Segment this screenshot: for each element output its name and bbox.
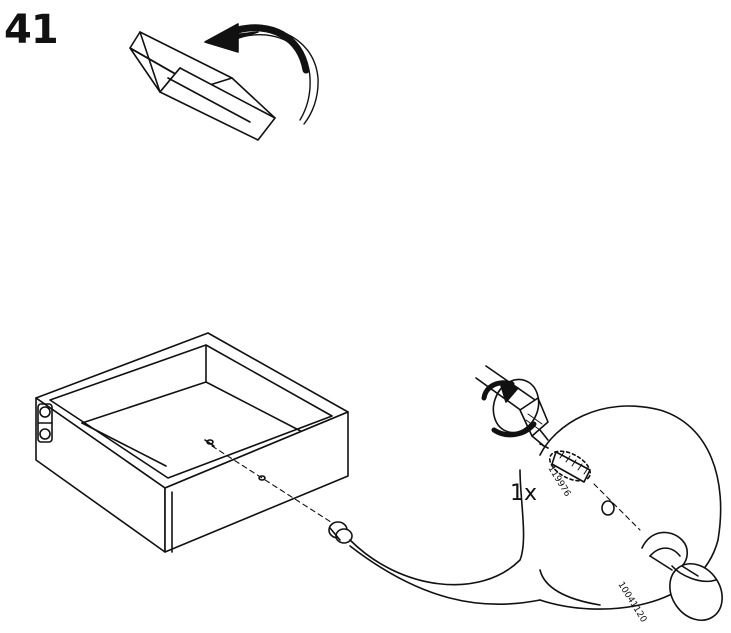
knob-part [601, 500, 723, 621]
rotate-arrow-icon [204, 23, 319, 125]
rotate-arrow-small-icon [481, 378, 540, 438]
flip-drawer-icon [129, 31, 276, 141]
knob-small [328, 521, 353, 544]
zoom-detail-circle [349, 405, 722, 610]
drawer-box [35, 332, 349, 553]
knob-part-number: 10041120 [615, 580, 648, 624]
step-number: 41 [4, 7, 59, 53]
assembly-guide-line [211, 445, 335, 525]
quantity-label: 1x [510, 481, 537, 506]
screw-part [539, 443, 592, 483]
